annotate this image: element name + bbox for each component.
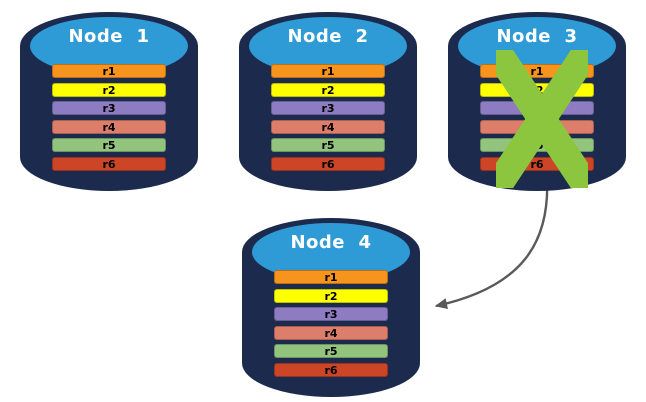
record-bar-r5: r5 [52,138,166,152]
record-bar-r4: r4 [271,119,385,134]
record-label: r2 [102,83,116,97]
node-title: Node 2 [287,26,369,47]
record-label: r4 [102,120,116,134]
node-title: Node 1 [68,26,150,47]
record-label: r6 [321,157,335,171]
record-list: r1 r2 r3 r4 r5 r6 [271,64,385,175]
record-label: r4 [324,326,338,340]
record-bar-r4: r4 [274,325,388,340]
failure-x-icon [496,50,588,188]
record-label: r2 [324,289,338,303]
record-list: r1 r2 r3 r4 r5 r6 [274,270,388,381]
record-label: r6 [324,363,338,377]
record-bar-r2: r2 [274,288,388,303]
db-node-4: Node 4 r1 r2 r3 r4 r5 r6 [240,212,422,399]
record-label: r1 [102,65,116,78]
record-label: r1 [324,271,338,284]
record-bar-r5: r5 [274,344,388,358]
record-bar-r1: r1 [274,270,388,284]
record-label: r6 [530,157,544,171]
record-bar-r2: r2 [271,82,385,97]
node-title: Node 4 [290,232,372,253]
record-bar-r3: r3 [274,307,388,321]
record-bar-r6: r6 [271,156,385,171]
record-label: r3 [321,102,335,115]
cylinder-top [249,17,407,75]
node-title: Node 3 [496,26,578,47]
record-bar-r3: r3 [271,101,385,115]
record-bar-r1: r1 [271,64,385,78]
db-node-1: Node 1 r1 r2 r3 r4 r5 r6 [18,6,200,193]
arrow-curve [434,177,549,309]
record-label: r1 [321,65,335,78]
record-label: r3 [324,308,338,321]
record-bar-r4: r4 [52,119,166,134]
record-label: r5 [102,139,116,152]
record-bar-r2: r2 [52,82,166,97]
record-bar-r6: r6 [274,362,388,377]
cylinder-top [252,223,410,281]
record-label: r5 [321,139,335,152]
record-bar-r6: r6 [52,156,166,171]
record-label: r4 [321,120,335,134]
record-bar-r1: r1 [52,64,166,78]
db-node-3: Node 3 r1 r2 r3 r4 r5 r6 [446,6,628,193]
record-label: r3 [102,102,116,115]
record-label: r6 [102,157,116,171]
cylinder-top [30,17,188,75]
record-bar-r3: r3 [52,101,166,115]
db-node-2: Node 2 r1 r2 r3 r4 r5 r6 [237,6,419,193]
record-list: r1 r2 r3 r4 r5 r6 [52,64,166,175]
record-label: r2 [321,83,335,97]
record-label: r5 [324,345,338,358]
record-bar-r5: r5 [271,138,385,152]
record-label: r1 [530,65,544,78]
